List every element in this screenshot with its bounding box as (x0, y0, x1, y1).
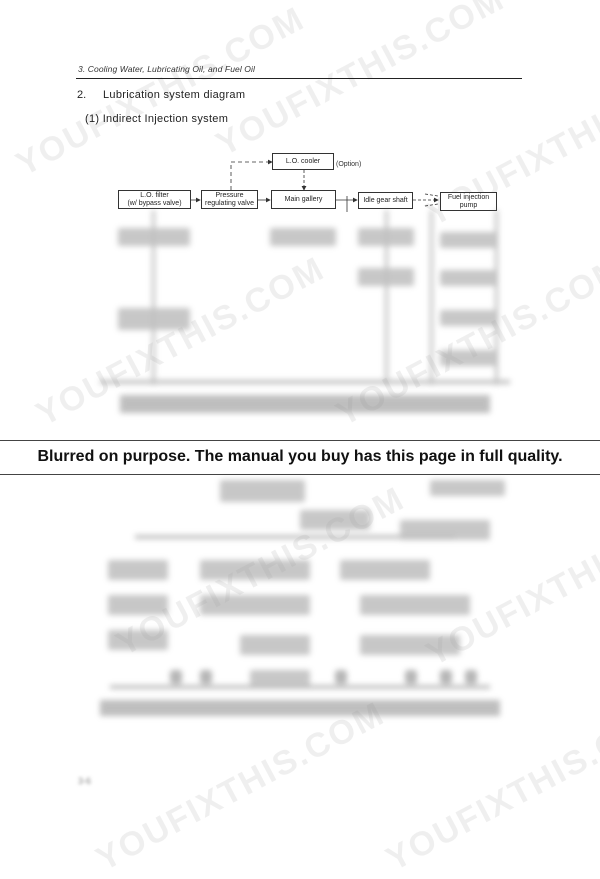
section-title: Lubrication system diagram (103, 89, 246, 101)
lo-cooler-box: L.O. cooler (272, 153, 334, 170)
blurred-diagram-1 (100, 210, 510, 413)
option-label: (Option) (336, 161, 362, 168)
running-header: 3. Cooling Water, Lubricating Oil, and F… (78, 64, 255, 74)
subsection-title: (1) Indirect Injection system (85, 113, 229, 125)
banner-top-rule (0, 440, 600, 441)
blur-notice-banner: Blurred on purpose. The manual you buy h… (37, 448, 563, 465)
section-number: 2. (77, 89, 87, 101)
pressure-valve-box: Pressure regulating valve (201, 190, 258, 209)
fuel-pump-box: Fuel injection pump (440, 192, 497, 211)
idle-gear-box: Idle gear shaft (358, 192, 413, 209)
header-rule (76, 78, 522, 79)
main-gallery-box: Main gallery (271, 190, 336, 209)
cooler-bypass-line (230, 159, 273, 190)
banner-bottom-rule (0, 474, 600, 475)
page-number: 3-6 (78, 776, 92, 786)
diagram-connectors (191, 159, 439, 212)
lo-filter-box: L.O. filter (w/ bypass valve) (118, 190, 191, 209)
blurred-diagram-2 (0, 475, 600, 775)
